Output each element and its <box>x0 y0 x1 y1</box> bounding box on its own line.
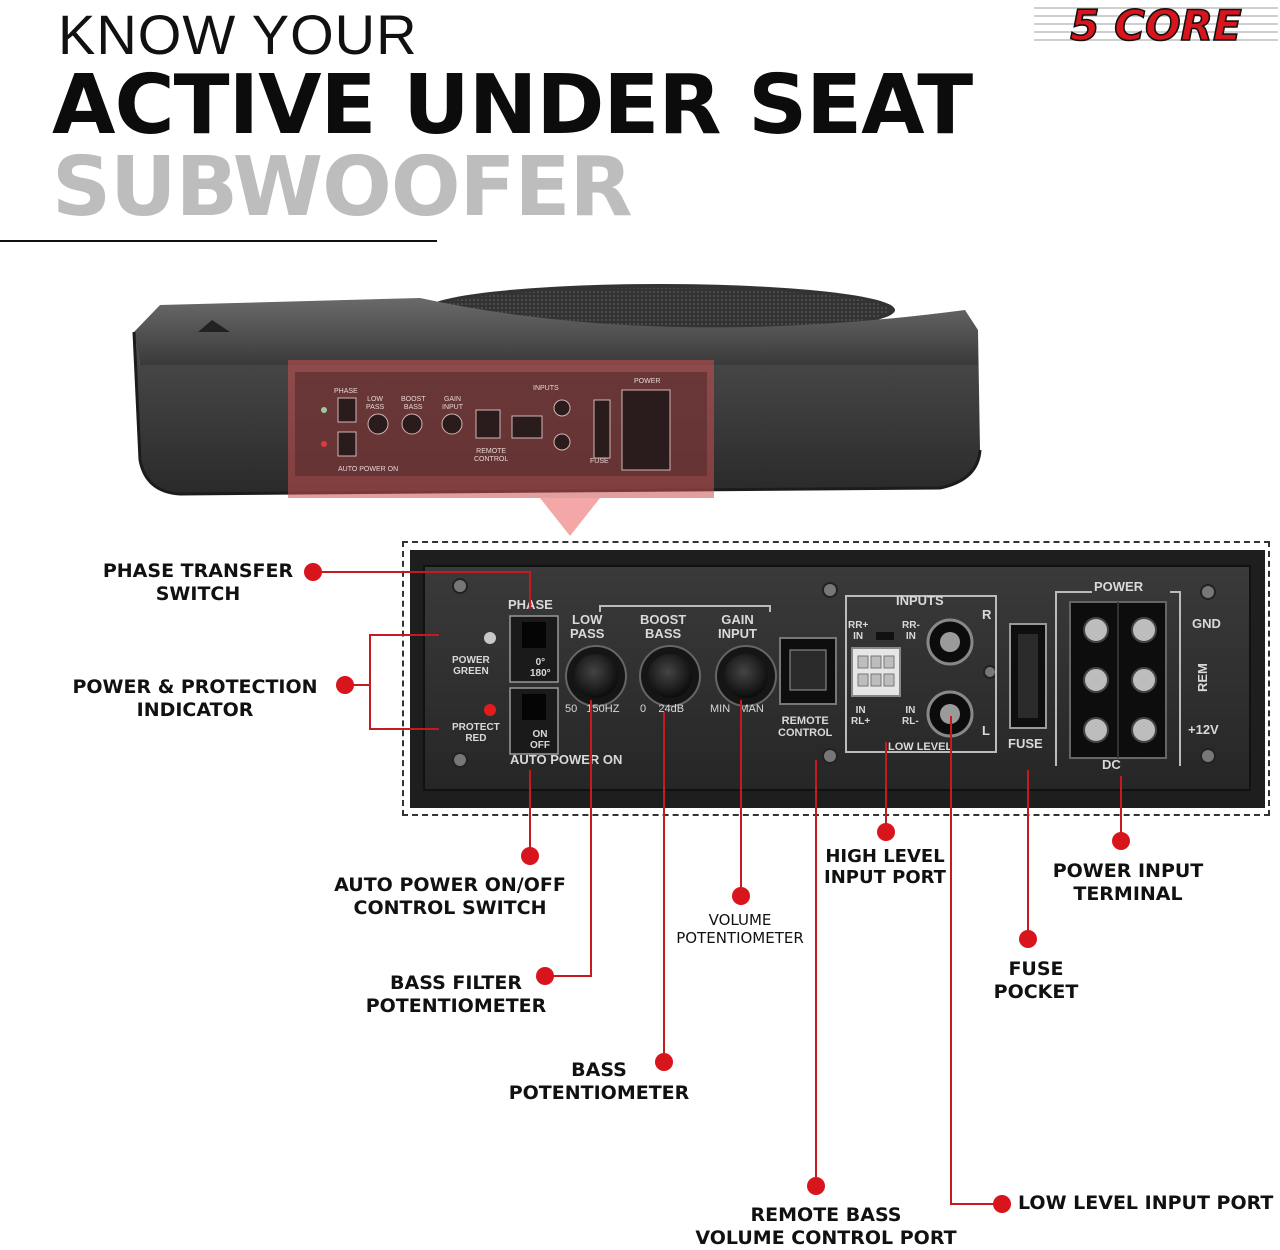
leader-line <box>1120 776 1122 840</box>
leader-line <box>740 700 742 896</box>
label-r: R <box>982 607 992 622</box>
leader-line <box>663 712 665 1062</box>
label-low-pass-range: 50 150HZ <box>565 703 620 715</box>
zoom-frame <box>402 541 1270 816</box>
label-low-level: LOW LEVEL <box>888 741 953 753</box>
mini-power: POWER <box>634 378 661 385</box>
label-gain-range: MIN MAN <box>710 703 764 715</box>
leader-line <box>529 571 531 609</box>
leader-line <box>529 770 531 856</box>
mini-fuse: FUSE <box>590 458 609 465</box>
callout-bass-pot: BASS POTENTIOMETER <box>508 1059 690 1104</box>
label-inputs: INPUTS <box>896 593 944 608</box>
label-l: L <box>982 723 990 738</box>
label-boost-bass: BOOST BASS <box>640 612 687 641</box>
label-rr-plus-in: RR+ IN <box>848 620 869 642</box>
mini-boost-bass: BOOST BASS <box>401 396 426 411</box>
mini-low-pass: LOW PASS <box>366 396 385 411</box>
leader-line <box>950 716 952 1204</box>
mini-inputs: INPUTS <box>533 385 559 392</box>
mini-phase: PHASE <box>334 388 358 395</box>
label-12v: +12V <box>1188 722 1219 737</box>
callout-volume-pot: VOLUME POTENTIOMETER <box>676 911 804 947</box>
label-in-rl-minus: IN RL- <box>902 705 919 727</box>
callout-dot <box>877 823 895 841</box>
label-remote-control: REMOTE CONTROL <box>778 715 833 739</box>
mini-remote: REMOTE CONTROL <box>474 448 509 463</box>
callout-power-protection: POWER & PROTECTION INDICATOR <box>72 676 318 721</box>
callout-dot <box>732 887 750 905</box>
heading-divider <box>0 240 437 242</box>
callout-dot <box>536 967 554 985</box>
leader-line <box>322 571 530 573</box>
heading-line3: SUBWOOFER <box>52 140 633 235</box>
brand-logo: 5 CORE <box>1034 0 1278 48</box>
callout-phase-transfer: PHASE TRANSFER SWITCH <box>102 560 294 605</box>
callout-remote-bass: REMOTE BASS VOLUME CONTROL PORT <box>695 1204 957 1249</box>
callout-dot <box>993 1195 1011 1213</box>
label-gnd: GND <box>1192 616 1221 631</box>
callout-high-level: HIGH LEVEL INPUT PORT <box>824 846 946 888</box>
label-rem: REM <box>1195 663 1210 692</box>
logo-text: 5 CORE <box>1070 1 1242 48</box>
label-low-pass: LOW PASS <box>570 612 605 641</box>
control-panel <box>410 550 1265 808</box>
leader-line <box>885 742 887 832</box>
callout-auto-power: AUTO POWER ON/OFF CONTROL SWITCH <box>334 874 566 919</box>
leader-line <box>548 975 592 977</box>
leader-line <box>369 728 439 730</box>
label-dc: DC <box>1102 757 1121 772</box>
leader-line <box>1027 770 1029 938</box>
label-phase-values: 0° 180° <box>530 657 551 679</box>
leader-line <box>350 684 370 686</box>
mini-auto-power: AUTO POWER ON <box>338 466 399 473</box>
label-fuse: FUSE <box>1008 736 1043 751</box>
callout-dot <box>304 563 322 581</box>
heading-line1: KNOW YOUR <box>58 3 418 66</box>
label-gain-input: GAIN INPUT <box>718 612 757 641</box>
label-power: POWER <box>1094 579 1144 594</box>
label-rr-minus-in: RR- IN <box>902 620 920 642</box>
callout-dot <box>521 847 539 865</box>
label-auto-power-on: AUTO POWER ON <box>510 752 623 767</box>
callout-fuse-pocket: FUSE POCKET <box>993 958 1079 1003</box>
label-onoff-values: ON OFF <box>530 729 550 751</box>
label-protect-red: PROTECT RED <box>452 722 500 744</box>
heading-line2: ACTIVE UNDER SEAT <box>52 58 973 153</box>
leader-line <box>815 760 817 1180</box>
callout-dot <box>807 1177 825 1195</box>
zoom-pointer <box>540 498 600 536</box>
mini-gain-input: GAIN INPUT <box>442 396 463 411</box>
callout-dot <box>1112 832 1130 850</box>
mini-panel-controls <box>321 389 671 471</box>
callout-power-input: POWER INPUT TERMINAL <box>1052 860 1204 905</box>
callout-low-level-port: LOW LEVEL INPUT PORT <box>1018 1192 1274 1214</box>
callout-bass-filter: BASS FILTER POTENTIOMETER <box>365 972 547 1017</box>
leader-line <box>369 634 371 730</box>
callout-dot <box>1019 930 1037 948</box>
leader-line <box>369 634 439 636</box>
callout-dot <box>336 676 354 694</box>
label-in-rl-plus: IN RL+ <box>851 705 871 727</box>
label-power-green: POWER GREEN <box>452 655 490 677</box>
callout-dot <box>655 1053 673 1071</box>
leader-line <box>950 1203 1000 1205</box>
leader-line <box>590 700 592 976</box>
